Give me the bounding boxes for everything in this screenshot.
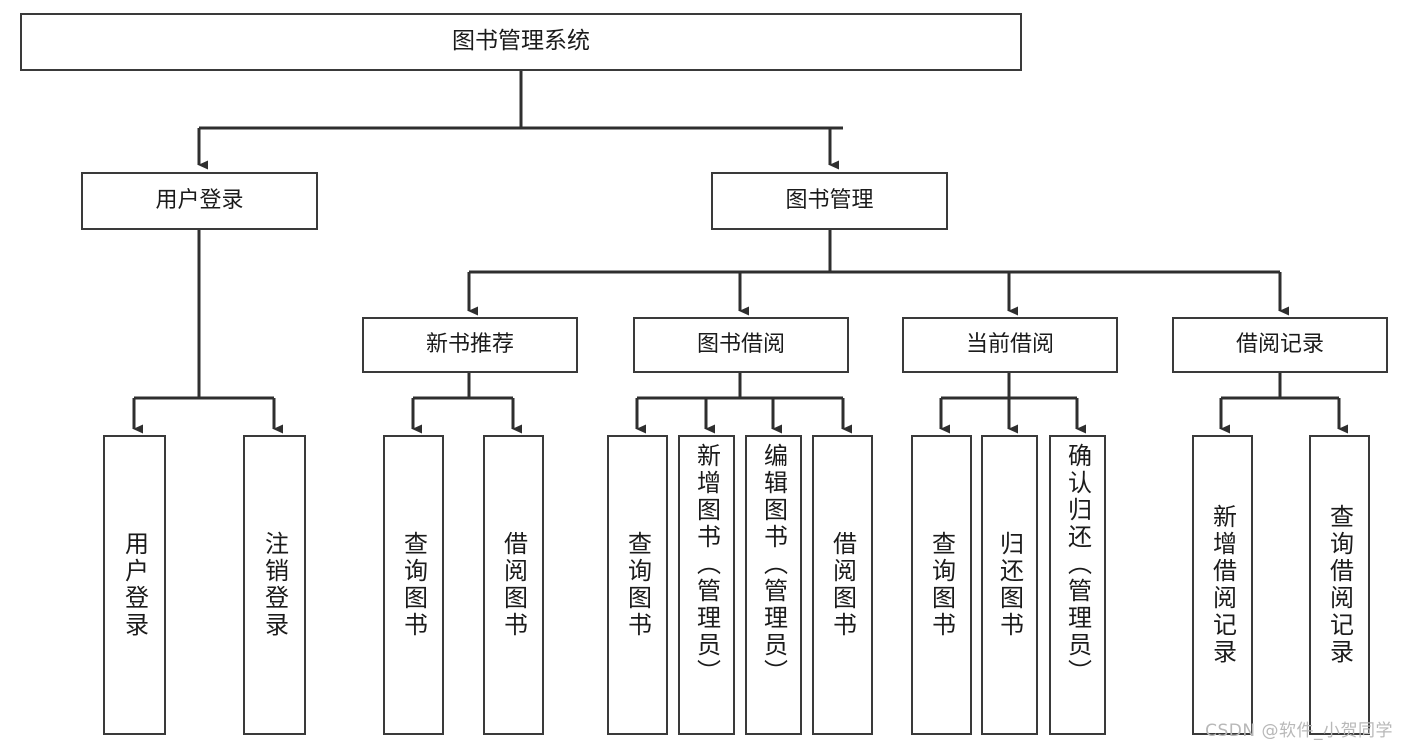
node-label: 用户登录 (120, 531, 149, 639)
node-root-system[interactable]: 图书管理系统 (20, 13, 1022, 71)
node-label: 借阅图书 (499, 531, 528, 639)
node-label: 编辑图书（管理员） (759, 443, 788, 686)
node-label: 借阅记录 (1235, 332, 1324, 358)
watermark-text: CSDN @软件_小贺同学 (1205, 721, 1393, 741)
leaf-query-book-current[interactable]: 查询图书 (911, 435, 972, 735)
node-label: 借阅图书 (828, 531, 857, 639)
node-label: 注销登录 (260, 531, 289, 639)
node-label: 图书借阅 (696, 332, 785, 358)
leaf-user-login[interactable]: 用户登录 (103, 435, 166, 735)
node-book-borrow[interactable]: 图书借阅 (633, 317, 849, 373)
leaf-query-borrow-record[interactable]: 查询借阅记录 (1309, 435, 1370, 735)
leaf-return-book[interactable]: 归还图书 (981, 435, 1038, 735)
node-label: 归还图书 (995, 531, 1024, 639)
node-label: 图书管理 (785, 188, 874, 214)
node-user-login[interactable]: 用户登录 (81, 172, 318, 230)
node-borrow-records[interactable]: 借阅记录 (1172, 317, 1388, 373)
node-label: 新书推荐 (425, 332, 514, 358)
leaf-edit-book-admin[interactable]: 编辑图书（管理员） (745, 435, 802, 735)
leaf-borrow-book-recommend[interactable]: 借阅图书 (483, 435, 544, 735)
node-current-borrow[interactable]: 当前借阅 (902, 317, 1118, 373)
node-label: 查询图书 (399, 531, 428, 639)
leaf-add-book-admin[interactable]: 新增图书（管理员） (678, 435, 735, 735)
node-book-management[interactable]: 图书管理 (711, 172, 948, 230)
leaf-query-book-recommend[interactable]: 查询图书 (383, 435, 444, 735)
leaf-confirm-return-admin[interactable]: 确认归还（管理员） (1049, 435, 1106, 735)
leaf-query-book-borrow[interactable]: 查询图书 (607, 435, 668, 735)
node-label: 确认归还（管理员） (1063, 443, 1092, 686)
leaf-borrow-book[interactable]: 借阅图书 (812, 435, 873, 735)
node-label: 查询图书 (623, 531, 652, 639)
node-label: 新增借阅记录 (1208, 504, 1237, 666)
node-label: 新增图书（管理员） (692, 443, 721, 686)
node-label: 查询图书 (927, 531, 956, 639)
node-label: 图书管理系统 (452, 28, 590, 55)
node-new-book-recommend[interactable]: 新书推荐 (362, 317, 578, 373)
leaf-logout[interactable]: 注销登录 (243, 435, 306, 735)
node-label: 当前借阅 (965, 332, 1054, 358)
node-label: 查询借阅记录 (1325, 504, 1354, 666)
leaf-add-borrow-record[interactable]: 新增借阅记录 (1192, 435, 1253, 735)
node-label: 用户登录 (155, 188, 244, 214)
